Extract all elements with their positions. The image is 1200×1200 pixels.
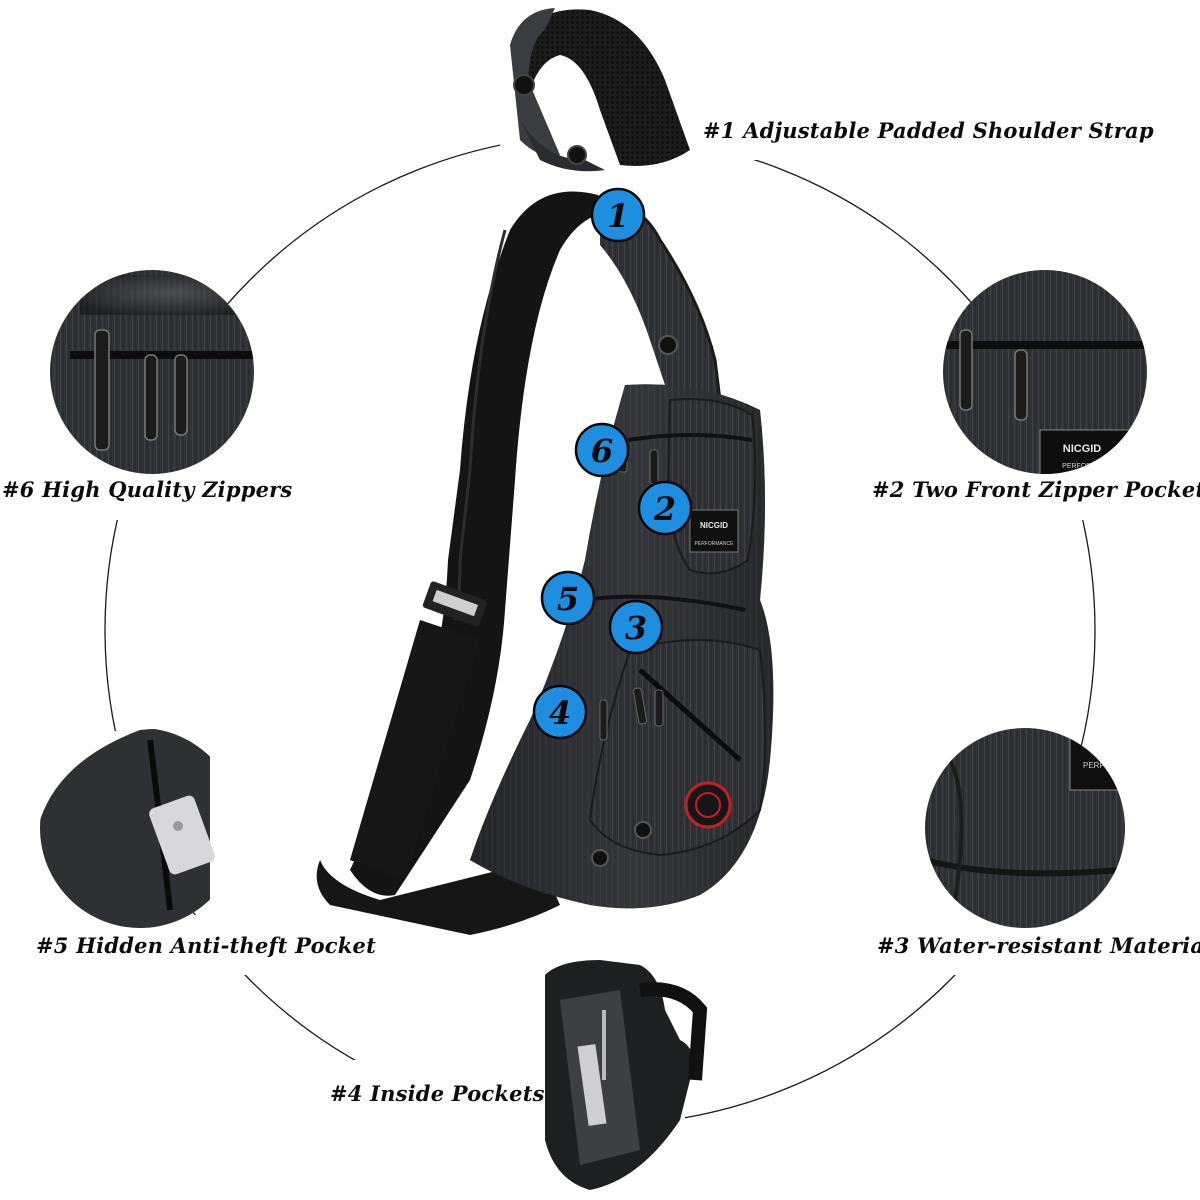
badge-5: 5 bbox=[540, 570, 596, 626]
badge-1-number: 1 bbox=[607, 197, 629, 235]
feature-label-hidden-pocket: #5 Hidden Anti-theft Pocket bbox=[36, 933, 377, 958]
bag-brand-label: NICGID bbox=[700, 521, 728, 530]
zoom-fabric-label: PERFO bbox=[1083, 761, 1111, 770]
badge-3: 3 bbox=[608, 599, 664, 655]
badge-6-number: 6 bbox=[591, 432, 613, 470]
zoom-inside-pockets-image bbox=[545, 960, 708, 1190]
badge-4: 4 bbox=[532, 684, 588, 740]
badge-6: 6 bbox=[574, 422, 630, 478]
badge-5-number: 5 bbox=[557, 580, 579, 618]
zoom-sublabel: PERFORMA bbox=[1062, 463, 1102, 470]
badge-2: 2 bbox=[637, 480, 693, 536]
zoom-front-pockets-image: NICGID PERFORMA bbox=[943, 270, 1147, 474]
feature-label-inside-pockets: #4 Inside Pockets bbox=[330, 1081, 545, 1106]
zoom-hidden-pocket-image bbox=[40, 728, 240, 928]
red-logo-patch bbox=[684, 781, 732, 829]
feature-label-water-resistant: #3 Water-resistant Material bbox=[877, 933, 1200, 958]
badge-2-number: 2 bbox=[653, 490, 676, 528]
zoom-brand-label: NICGID bbox=[1063, 443, 1102, 455]
zoom-zippers-image bbox=[50, 270, 254, 474]
number-badges: 1 6 2 5 3 4 bbox=[532, 187, 693, 740]
badge-1: 1 bbox=[590, 187, 646, 243]
zoom-material-image: PERFO bbox=[925, 728, 1125, 928]
badge-4-number: 4 bbox=[549, 694, 571, 732]
feature-label-front-pockets: #2 Two Front Zipper Pockets bbox=[872, 477, 1200, 502]
badge-3-number: 3 bbox=[625, 609, 647, 647]
zoom-shoulder-strap-image bbox=[510, 8, 690, 172]
feature-label-zippers: #6 High Quality Zippers bbox=[2, 477, 293, 502]
bag-sublabel: PERFORMANCE bbox=[695, 541, 735, 547]
feature-label-shoulder-strap: #1 Adjustable Padded Shoulder Strap bbox=[703, 118, 1154, 143]
sling-bag-main-image: NICGID PERFORMANCE bbox=[316, 191, 774, 935]
